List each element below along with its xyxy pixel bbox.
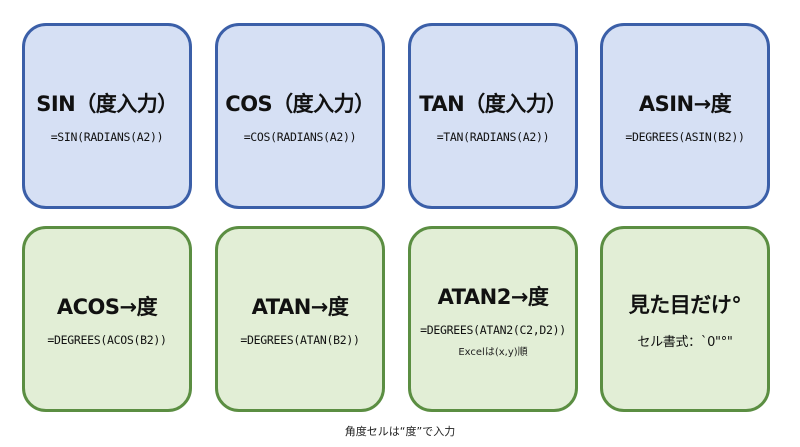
- card-formula: =SIN(RADIANS(A2)): [50, 130, 164, 144]
- card-sin: SIN（度入力） =SIN(RADIANS(A2)): [22, 23, 192, 209]
- card-format: 見た目だけ° セル書式：`0"°": [600, 226, 770, 412]
- card-acos: ACOS→度 =DEGREES(ACOS(B2)): [22, 226, 192, 412]
- card-title: 見た目だけ°: [628, 292, 742, 317]
- card-title: SIN（度入力）: [36, 92, 178, 116]
- card-formula: =DEGREES(ATAN(B2)): [240, 333, 360, 347]
- card-tan: TAN（度入力） =TAN(RADIANS(A2)): [408, 23, 578, 209]
- card-formula: =DEGREES(ASIN(B2)): [625, 130, 745, 144]
- card-title: ASIN→度: [638, 92, 732, 116]
- card-title: ACOS→度: [56, 295, 158, 319]
- card-title: COS（度入力）: [225, 92, 375, 116]
- card-formula: =TAN(RADIANS(A2)): [436, 130, 550, 144]
- card-title: ATAN2→度: [437, 284, 549, 309]
- card-formula: =DEGREES(ACOS(B2)): [47, 333, 167, 347]
- card-cos: COS（度入力） =COS(RADIANS(A2)): [215, 23, 385, 209]
- card-note: Excelは(x,y)順: [458, 346, 528, 358]
- card-asin: ASIN→度 =DEGREES(ASIN(B2)): [600, 23, 770, 209]
- card-title: ATAN→度: [251, 295, 349, 319]
- card-formula: セル書式：`0"°": [637, 334, 733, 350]
- card-formula: =COS(RADIANS(A2)): [243, 130, 357, 144]
- footer-caption: 角度セルは“度”で入力: [344, 425, 456, 438]
- card-atan2: ATAN2→度 =DEGREES(ATAN2(C2,D2)) Excelは(x,…: [408, 226, 578, 412]
- card-formula: =DEGREES(ATAN2(C2,D2)): [420, 322, 566, 337]
- card-atan: ATAN→度 =DEGREES(ATAN(B2)): [215, 226, 385, 412]
- card-title: TAN（度入力）: [419, 92, 567, 116]
